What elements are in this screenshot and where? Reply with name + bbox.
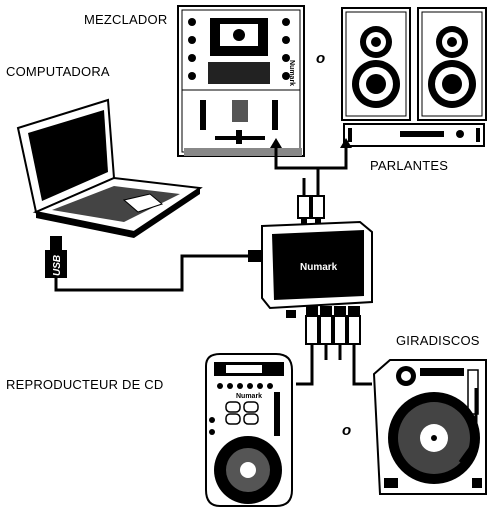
mixer-device [177,5,305,157]
usb-label: USB [52,255,63,276]
cd-player-label: REPRODUCTEUR DE CD [6,377,164,392]
arrow-to-speakers [340,138,352,148]
mixer-label: MEZCLADOR [84,12,168,27]
interface-usb-plug [248,250,262,262]
amplifier [343,123,485,147]
mixer-brand-text: Numark [288,60,295,86]
cd-player [205,353,293,507]
or-top-label: o [316,50,326,67]
computer-label: COMPUTADORA [6,64,110,79]
turntable-label: GIRADISCOS [396,333,480,348]
left-speaker [341,7,411,121]
speakers-label: PARLANTES [370,158,449,173]
laptop [16,98,203,238]
arrow-to-mixer [270,138,282,148]
interface-brand-text: Numark [300,262,338,273]
or-bottom-label: o [342,422,352,439]
cables [54,148,372,386]
usb-plug [45,236,67,278]
cd-brand-text: Numark [236,393,262,400]
turntable [372,359,487,495]
audio-interface [261,220,373,318]
bottom-rca-connectors [305,306,361,345]
top-rca-connectors [297,195,325,226]
right-speaker [417,7,487,121]
